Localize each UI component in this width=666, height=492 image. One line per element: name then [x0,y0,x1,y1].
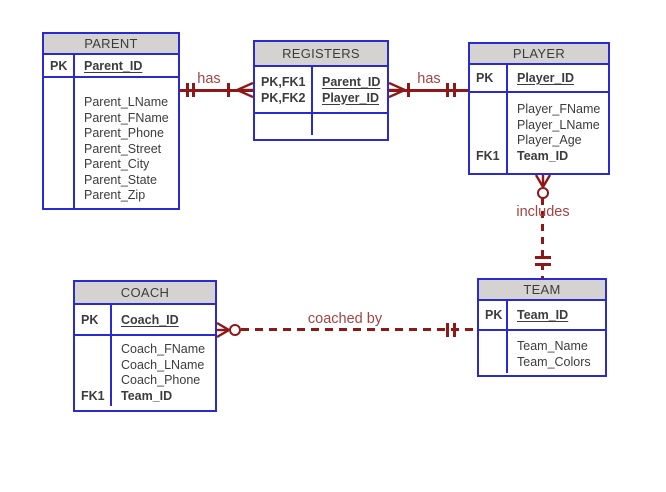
relationship-line [180,89,253,92]
entity-player: PLAYER PK Player_ID FK1 Player_FName Pla… [468,42,610,175]
optional-circle-icon [537,187,549,199]
relationship-label: has [417,71,441,87]
one-bar-icon [407,83,410,97]
entity-coach-title: COACH [120,285,170,300]
entity-parent-header: PARENT [44,34,178,55]
entity-parent: PARENT PK Parent_ID Parent_LName Parent_… [42,32,180,210]
relationship-line [541,198,544,278]
attribute: Player_FName [517,102,601,116]
fk-tag: FK1 [81,388,105,403]
key-attribute: Team_ID [517,308,569,322]
entity-team: TEAM PK Team_ID Team_Name Team_Colors [477,278,607,377]
attribute: Parent_Street [84,141,162,156]
one-bar-icon [453,83,456,97]
entity-player-title: PLAYER [512,46,566,61]
key-tag: PK [81,312,99,327]
one-bar-icon [186,83,189,97]
attribute: Coach_LName [121,357,205,372]
attribute: Parent_Phone [84,126,164,140]
attribute: Coach_Phone [121,373,201,387]
relationship-label: coached by [307,311,383,327]
key-attribute: Player_ID [322,90,379,105]
entity-coach: COACH PK Coach_ID FK1 Coach_FName Coach_… [73,280,217,412]
attribute: Player_LName [517,117,600,132]
entity-registers: REGISTERS PK,FK1 PK,FK2 Parent_ID Player… [253,40,389,141]
relationship-label: has [197,71,221,87]
key-tag: PK [485,308,503,322]
fk-attribute: Team_ID [121,388,173,403]
key-tag: PK [476,71,494,85]
attribute: Parent_LName [84,95,169,109]
key-attribute: Parent_ID [84,58,143,73]
attribute: Parent_City [84,157,150,171]
one-bar-icon [446,83,449,97]
crow-foot-many-icon [217,321,229,339]
relationship-line [389,89,468,92]
attribute: Parent_Zip [84,188,146,202]
key-tag: PK [50,58,68,73]
entity-registers-header: REGISTERS [255,42,387,67]
entity-player-header: PLAYER [470,44,608,65]
attribute: Team_Colors [517,354,591,369]
crow-foot-many-icon [237,81,253,99]
key-tag: PK,FK1 [261,74,306,89]
key-attribute: Coach_ID [121,312,179,327]
relationship-label: includes [516,204,570,220]
one-bar-icon [227,83,230,97]
attribute: Coach_FName [121,342,206,356]
one-bar-icon [535,263,551,266]
key-attribute: Player_ID [517,71,574,85]
crow-foot-many-icon [389,81,405,99]
fk-attribute: Team_ID [517,148,569,163]
fk-tag: FK1 [476,148,500,163]
optional-circle-icon [229,324,241,336]
entity-coach-header: COACH [75,282,215,305]
key-attribute: Parent_ID [322,74,381,89]
one-bar-icon [446,323,449,337]
entity-team-header: TEAM [479,280,605,301]
attribute: Parent_State [84,172,157,187]
attribute: Team_Name [517,339,588,353]
key-tag: PK,FK2 [261,90,306,105]
relationship-line [241,328,477,331]
crow-foot-many-icon [534,175,552,187]
entity-registers-title: REGISTERS [282,46,360,61]
entity-team-title: TEAM [523,282,561,297]
one-bar-icon [453,323,456,337]
one-bar-icon [192,83,195,97]
attribute: Parent_FName [84,110,169,125]
entity-parent-title: PARENT [84,36,138,51]
one-bar-icon [535,256,551,259]
attribute: Player_Age [517,133,582,147]
